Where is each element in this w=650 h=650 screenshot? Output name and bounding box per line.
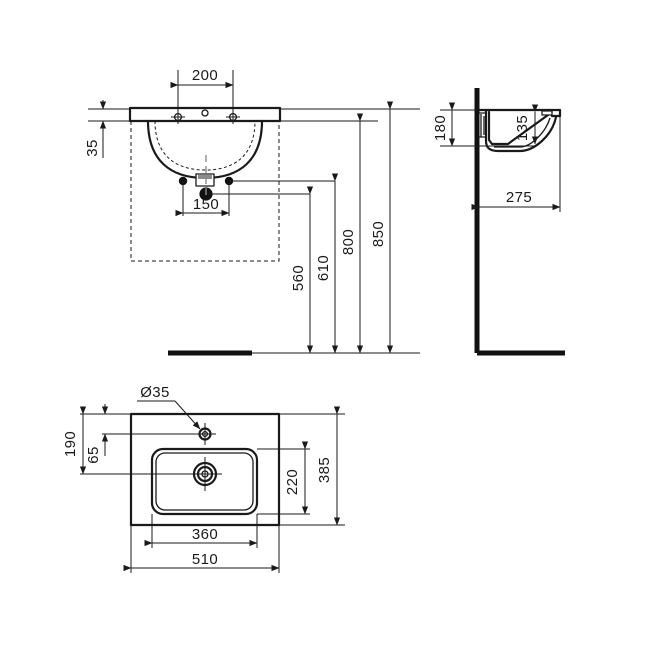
dim-800-underside-height: 800 — [340, 113, 364, 354]
dim-275-projection: 275 — [471, 116, 561, 212]
wall-fixing-detail — [479, 112, 486, 138]
waste-outlet-front — [195, 173, 215, 187]
dim-65-depth-to-tap: 65 — [85, 404, 196, 464]
dim-220-bowl-depth-plan: 220 — [257, 441, 310, 515]
dim-200-label: 200 — [192, 67, 218, 84]
dim-385-label: 385 — [316, 457, 333, 483]
dim-610-label: 610 — [315, 255, 332, 281]
dim-385-overall-depth: 385 — [279, 406, 345, 526]
bowl-outline-plan — [150, 447, 259, 516]
front-elevation-view: 200 35 150 560 — [84, 67, 420, 356]
side-section-view: 180 135 275 — [432, 88, 565, 356]
dim-560-waste-height: 560 — [206, 186, 314, 354]
bowl-inner-hidden-outline — [154, 120, 256, 171]
counter-top-slab — [128, 106, 282, 123]
cabinet-envelope-outline — [130, 121, 280, 262]
dim-220-label: 220 — [284, 469, 301, 495]
counter-top-profile — [128, 106, 282, 123]
dim-510-label: 510 — [192, 551, 218, 568]
dim-200-tap-centres: 200 — [170, 67, 234, 115]
dim-135-bowl-depth: 135 — [514, 104, 539, 145]
dim-135-label: 135 — [514, 115, 531, 141]
dim-dia35-label: Ø35 — [140, 384, 170, 401]
dim-150-label: 150 — [193, 196, 219, 213]
dim-360-bowl-width: 360 — [144, 514, 258, 548]
dim-180-overall-height: 180 — [432, 102, 456, 147]
tap-hole-plan — [194, 423, 216, 445]
dim-800-label: 800 — [340, 229, 357, 255]
dim-560-label: 560 — [290, 265, 307, 291]
wall-fixing-hatch — [480, 114, 485, 137]
rim-notch — [541, 110, 553, 116]
dim-850-label: 850 — [370, 221, 387, 247]
dim-180-label: 180 — [432, 115, 449, 141]
dim-190-label: 190 — [62, 431, 79, 457]
dim-150-supply-centres: 150 — [175, 181, 230, 217]
dim-35-label: 35 — [84, 139, 101, 157]
dim-190-depth-to-waste: 190 — [62, 406, 196, 475]
dim-275-label: 275 — [506, 189, 532, 206]
bowl-inner-section — [487, 110, 550, 146]
overflow-hole-front — [201, 109, 209, 117]
dim-850-rim-height: 850 — [370, 101, 394, 354]
dim-dia35-tap-hole: Ø35 — [137, 384, 201, 430]
dia35-leader-arrow — [174, 400, 201, 430]
basin-outline-plan — [129, 412, 281, 527]
dim-510-overall-width: 510 — [123, 525, 280, 573]
waste-outlet-body — [195, 173, 215, 187]
plan-view: Ø35 190 65 220 385 — [62, 384, 345, 573]
bowl-outer-section — [484, 109, 558, 153]
dim-610-supply-height: 610 — [229, 173, 339, 354]
dim-65-label: 65 — [85, 446, 102, 464]
bowl-inner-outline-plan — [155, 452, 254, 511]
dim-35-counter-thickness: 35 — [84, 100, 107, 158]
dim-360-label: 360 — [192, 526, 218, 543]
